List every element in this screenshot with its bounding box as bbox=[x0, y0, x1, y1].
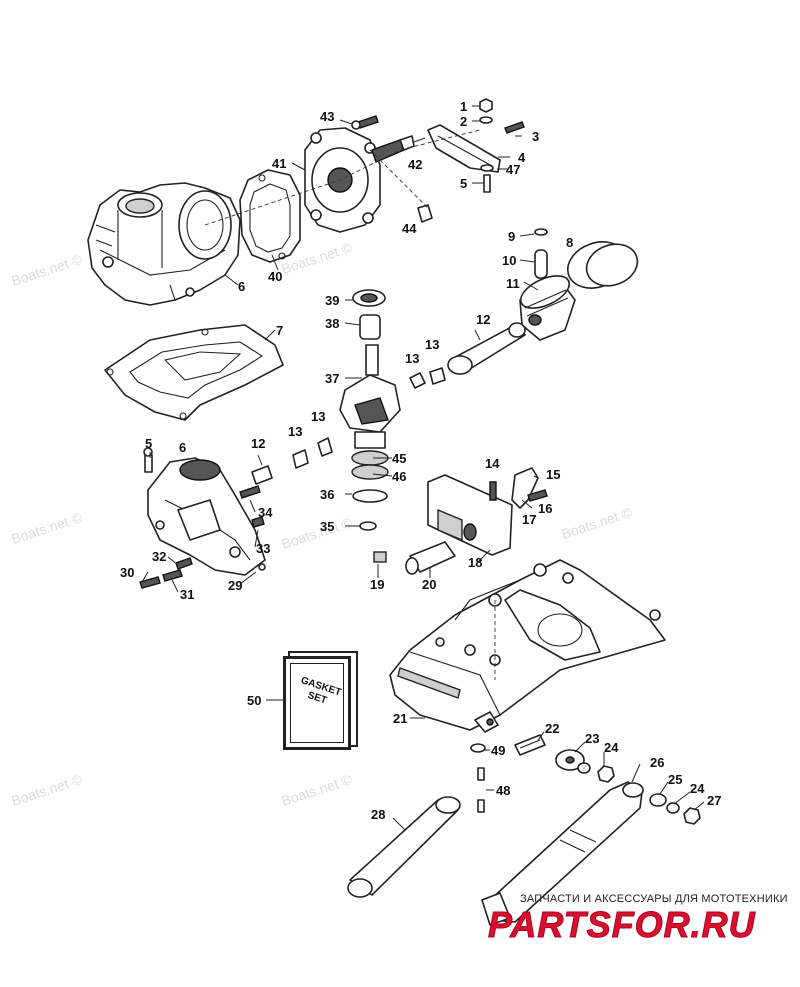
callout-13: 13 bbox=[425, 337, 440, 352]
callout-4: 4 bbox=[518, 150, 526, 165]
callout-21: 21 bbox=[393, 711, 408, 726]
callout-17: 17 bbox=[522, 512, 537, 527]
piston-pin bbox=[534, 228, 548, 279]
callout-44: 44 bbox=[402, 221, 417, 236]
callout-18: 18 bbox=[468, 555, 483, 570]
callout-35: 35 bbox=[320, 519, 335, 534]
nut-24a bbox=[597, 765, 615, 783]
cover-gasket bbox=[239, 169, 301, 263]
clamp-15 bbox=[511, 467, 539, 509]
callout-13: 13 bbox=[405, 351, 420, 366]
piston bbox=[519, 275, 576, 341]
hull-pan-21 bbox=[389, 559, 666, 733]
callout-26: 26 bbox=[650, 755, 665, 770]
crankcase-lower bbox=[139, 447, 273, 589]
callout-43: 43 bbox=[320, 109, 335, 124]
washer-25 bbox=[649, 793, 667, 807]
bracket-assembly bbox=[427, 98, 525, 193]
callout-16: 16 bbox=[538, 501, 553, 516]
pin-48 bbox=[477, 767, 485, 813]
steering-arm-26 bbox=[481, 781, 644, 926]
bearing-halves bbox=[292, 367, 446, 469]
crankcase-gasket bbox=[104, 324, 284, 421]
screw-16 bbox=[527, 489, 548, 502]
part-19 bbox=[373, 551, 387, 563]
callout-34: 34 bbox=[258, 505, 273, 520]
cylinder-block-upper bbox=[87, 182, 241, 306]
brand-logo: PARTSFOR.RU bbox=[488, 904, 756, 946]
callout-28: 28 bbox=[371, 807, 386, 822]
callout-30: 30 bbox=[120, 565, 135, 580]
gasket-set-box: GASKET SET bbox=[283, 656, 351, 750]
callout-10: 10 bbox=[502, 253, 517, 268]
callout-6: 6 bbox=[179, 440, 187, 455]
callout-12: 12 bbox=[476, 312, 491, 327]
bracket-18 bbox=[427, 474, 513, 556]
callout-39: 39 bbox=[325, 293, 340, 308]
piston-rings bbox=[567, 241, 639, 289]
callout-22: 22 bbox=[545, 721, 560, 736]
callout-13: 13 bbox=[288, 424, 303, 439]
callout-24: 24 bbox=[690, 781, 705, 796]
callout-27: 27 bbox=[707, 793, 722, 808]
washer-49 bbox=[470, 743, 486, 753]
callout-36: 36 bbox=[320, 487, 335, 502]
callout-3: 3 bbox=[532, 129, 540, 144]
callout-33: 33 bbox=[256, 541, 271, 556]
callout-2: 2 bbox=[460, 114, 468, 129]
crankshaft bbox=[339, 289, 401, 531]
tube-28 bbox=[347, 796, 461, 898]
connecting-rod bbox=[447, 322, 526, 375]
nut-27 bbox=[683, 807, 701, 825]
callout-45: 45 bbox=[392, 451, 407, 466]
callout-49: 49 bbox=[491, 743, 506, 758]
callout-47: 47 bbox=[506, 162, 521, 177]
callout-8: 8 bbox=[566, 235, 574, 250]
callout-38: 38 bbox=[325, 316, 340, 331]
pivot-bolt-22 bbox=[514, 734, 546, 756]
callout-42: 42 bbox=[408, 157, 423, 172]
callout-6: 6 bbox=[238, 279, 246, 294]
screw-44 bbox=[417, 204, 433, 223]
callout-1: 1 bbox=[460, 99, 468, 114]
callout-15: 15 bbox=[546, 467, 561, 482]
callout-20: 20 bbox=[422, 577, 437, 592]
callout-13: 13 bbox=[311, 409, 326, 424]
callout-40: 40 bbox=[268, 269, 283, 284]
callout-29: 29 bbox=[228, 578, 243, 593]
callout-14: 14 bbox=[485, 456, 500, 471]
callout-9: 9 bbox=[508, 229, 516, 244]
callout-41: 41 bbox=[272, 156, 287, 171]
leader-lines bbox=[141, 105, 705, 831]
washer-24b bbox=[666, 802, 680, 814]
callout-50: 50 bbox=[247, 693, 262, 708]
screw-14 bbox=[489, 481, 497, 501]
callout-7: 7 bbox=[276, 323, 284, 338]
callout-46: 46 bbox=[392, 469, 407, 484]
callout-11: 11 bbox=[506, 276, 520, 291]
brand-tagline: ЗАПЧАСТИ И АКСЕССУАРЫ ДЛЯ МОТОТЕХНИКИ bbox=[520, 893, 788, 905]
callout-37: 37 bbox=[325, 371, 340, 386]
callout-5: 5 bbox=[460, 176, 468, 191]
callout-24: 24 bbox=[604, 740, 619, 755]
cylinder-cover bbox=[304, 127, 381, 233]
screw-43 bbox=[351, 115, 379, 130]
callout-48: 48 bbox=[496, 783, 511, 798]
callout-31: 31 bbox=[180, 587, 195, 602]
callout-5: 5 bbox=[145, 436, 153, 451]
callout-12: 12 bbox=[251, 436, 266, 451]
gasket-set-inner-frame bbox=[290, 663, 344, 743]
callout-32: 32 bbox=[152, 549, 167, 564]
callout-25: 25 bbox=[668, 772, 683, 787]
spark-plug bbox=[371, 135, 426, 163]
callout-23: 23 bbox=[585, 731, 600, 746]
callout-19: 19 bbox=[370, 577, 385, 592]
